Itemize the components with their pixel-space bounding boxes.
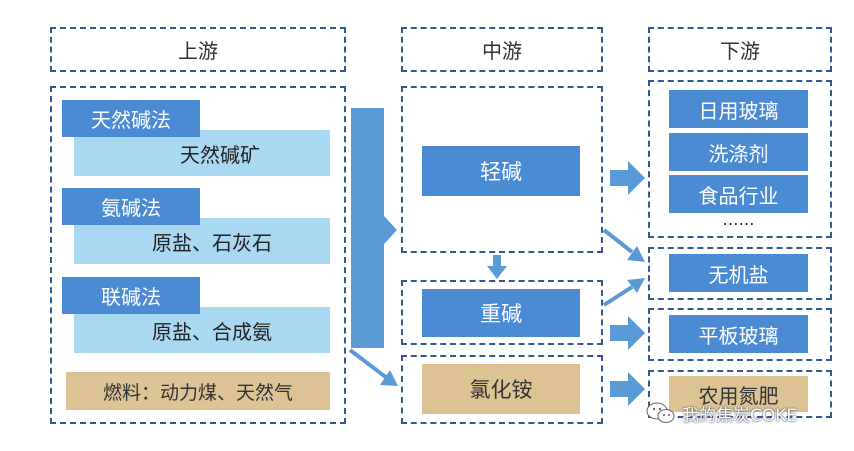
light-to-heavy-arrowhead — [487, 266, 507, 279]
daily-glass-box: 日用玻璃 — [669, 90, 808, 128]
upstream-to-ammonium-chloride-arrowhead — [380, 370, 398, 386]
fuel-box: 燃料：动力煤、天然气 — [66, 372, 330, 410]
combined-soda-method-box: 联碱法 — [62, 277, 200, 314]
fuel-label: 燃料：动力煤、天然气 — [102, 381, 293, 404]
combined-soda-method-label: 联碱法 — [101, 285, 161, 309]
light-soda-to-consumer-arrow — [610, 161, 645, 195]
heavy-soda-to-flat-glass-arrow — [610, 316, 645, 350]
light-soda-box: 轻碱 — [422, 146, 580, 196]
midstream-header: 中游 — [401, 27, 603, 72]
inorganic-salt-label: 无机盐 — [708, 262, 769, 287]
downstream-header: 下游 — [648, 27, 832, 72]
light-soda-to-inorganic-salt-line — [602, 228, 634, 254]
watermark: 我的焦炭COKE — [646, 399, 846, 427]
ammonium-chloride-label: 氯化铵 — [469, 378, 533, 402]
light-to-heavy-shaft — [493, 255, 501, 268]
combined-soda-material-label: 原盐、合成氨 — [152, 319, 272, 344]
upstream-to-ammonium-chloride-line — [348, 348, 389, 380]
heavy-soda-box: 重碱 — [422, 289, 580, 337]
flat-glass-box: 平板玻璃 — [669, 315, 808, 353]
detergent-label: 洗涤剂 — [708, 141, 769, 166]
natural-soda-method-label: 天然碱法 — [91, 108, 171, 132]
food-industry-label: 食品行业 — [698, 183, 779, 208]
upstream-to-light-soda-arrow — [351, 108, 397, 348]
ammonium-chloride-to-fertilizer-arrow — [610, 372, 645, 406]
heavy-soda-to-inorganic-salt-arrowhead — [627, 278, 645, 293]
natural-soda-ore-label: 天然碱矿 — [180, 142, 260, 167]
more-ellipsis-label: …… — [722, 210, 755, 229]
upstream-header: 上游 — [50, 27, 346, 72]
midstream-header-label: 中游 — [482, 39, 522, 63]
downstream-header-label: 下游 — [720, 39, 760, 63]
heavy-soda-label: 重碱 — [480, 302, 522, 326]
more-ellipsis: …… — [669, 210, 808, 230]
watermark-text: 我的焦炭COKE — [682, 405, 798, 426]
upstream-header-label: 上游 — [178, 39, 218, 63]
ammonia-soda-material-box: 原盐、石灰石 — [74, 218, 330, 264]
detergent-box: 洗涤剂 — [669, 133, 808, 171]
ammonia-soda-material-label: 原盐、石灰石 — [152, 230, 272, 255]
light-soda-to-inorganic-salt-arrowhead — [627, 246, 645, 262]
ammonium-chloride-box: 氯化铵 — [422, 364, 580, 414]
flat-glass-label: 平板玻璃 — [698, 323, 779, 348]
ammonia-soda-method-box: 氨碱法 — [62, 188, 200, 225]
daily-glass-label: 日用玻璃 — [698, 98, 779, 123]
food-industry-box: 食品行业 — [669, 175, 808, 213]
light-soda-label: 轻碱 — [480, 160, 522, 184]
heavy-soda-to-inorganic-salt-line — [602, 285, 634, 307]
fertilizer-label: 农用氮肥 — [698, 383, 779, 408]
natural-soda-method-box: 天然碱法 — [62, 100, 200, 137]
fertilizer-box: 农用氮肥 — [669, 376, 808, 412]
wechat-icon — [646, 402, 675, 423]
ammonia-soda-method-label: 氨碱法 — [101, 196, 161, 220]
natural-soda-ore-box: 天然碱矿 — [74, 130, 330, 176]
combined-soda-material-box: 原盐、合成氨 — [74, 307, 330, 353]
inorganic-salt-box: 无机盐 — [669, 254, 808, 292]
